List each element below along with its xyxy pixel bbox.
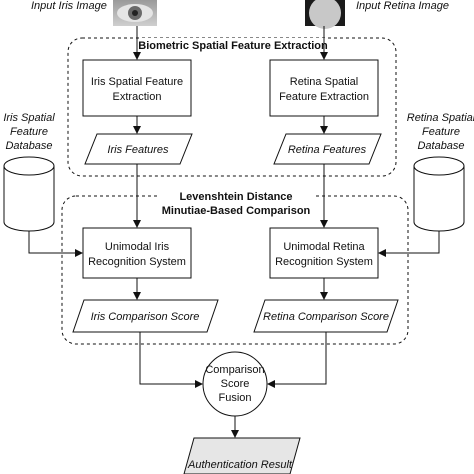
fusion-label-2: Score — [221, 378, 250, 390]
iris-image-thumbnail — [113, 0, 157, 26]
retina-score-label: Retina Comparison Score — [263, 311, 389, 323]
iris-database-label-3: Database — [5, 140, 52, 152]
iris-database-cylinder — [3, 156, 55, 232]
retina-recognition-box — [269, 227, 379, 279]
retina-database-label-1: Retina Spatial — [407, 112, 474, 124]
iris-features-label: Iris Features — [107, 144, 169, 156]
retina-recognition-label-2: Recognition System — [275, 256, 373, 268]
result-label: Authentication Result — [187, 459, 293, 471]
input-retina-label: Input Retina Image — [356, 0, 449, 12]
comparison-title-1: Levenshtein Distance — [179, 191, 292, 203]
fusion-label-1: Comparison — [205, 364, 264, 376]
retina-database-label-2: Feature — [422, 126, 460, 138]
iris-database-label-1: Iris Spatial — [3, 112, 55, 124]
retina-features-label: Retina Features — [288, 144, 367, 156]
comparison-title-2: Minutiae-Based Comparison — [162, 205, 311, 217]
iris-database-label-2: Feature — [10, 126, 48, 138]
iris-extraction-box — [82, 59, 192, 117]
iris-recognition-box — [82, 227, 192, 279]
arrow-iris-db-to-recognition — [28, 231, 83, 257]
iris-recognition-label-2: Recognition System — [88, 256, 186, 268]
retina-database-label-3: Database — [417, 140, 464, 152]
retina-image-thumbnail — [305, 0, 345, 29]
arrow-iris-score-to-fusion — [139, 332, 203, 388]
retina-features-node — [273, 133, 382, 165]
connectors — [28, 26, 440, 438]
iris-score-label: Iris Comparison Score — [91, 311, 200, 323]
fusion-label-3: Fusion — [218, 392, 251, 404]
arrow-retina-db-to-recognition — [378, 231, 440, 257]
iris-features-node — [84, 133, 193, 165]
feature-extraction-title: Biometric Spatial Feature Extraction — [138, 40, 328, 52]
retina-score-node — [253, 299, 399, 333]
retina-database-cylinder — [413, 156, 465, 232]
result-node — [183, 437, 301, 474]
retina-extraction-label-2: Feature Extraction — [279, 91, 369, 103]
input-iris-label: Input Iris Image — [31, 0, 107, 12]
retina-extraction-box — [269, 59, 379, 117]
arrow-retina-score-to-fusion — [267, 332, 327, 388]
retina-recognition-label-1: Unimodal Retina — [283, 241, 365, 253]
iris-score-node — [72, 299, 219, 333]
iris-extraction-label-2: Extraction — [113, 91, 162, 103]
iris-recognition-label-1: Unimodal Iris — [105, 241, 170, 253]
iris-extraction-label-1: Iris Spatial Feature — [91, 76, 183, 88]
retina-extraction-label-1: Retina Spatial — [290, 76, 359, 88]
